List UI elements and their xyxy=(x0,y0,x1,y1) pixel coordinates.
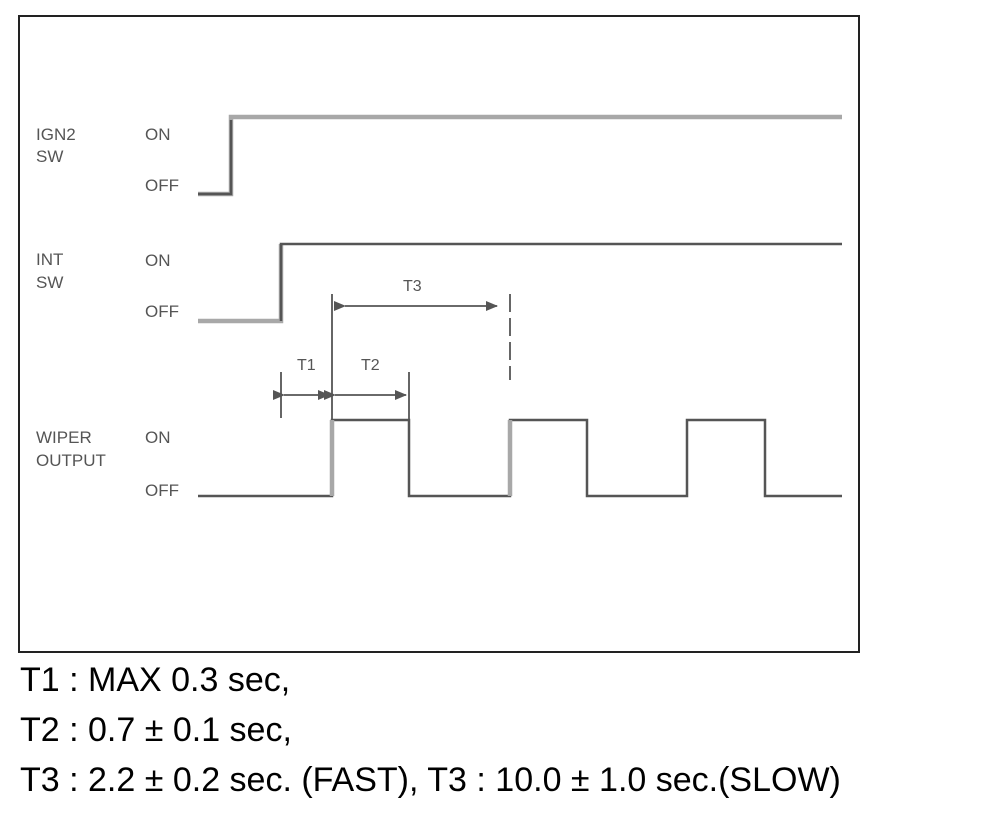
signal-ign2-label-line2: SW xyxy=(36,147,63,166)
signal-int-label-line2: SW xyxy=(36,273,63,292)
signal-int-off-label: OFF xyxy=(145,302,179,321)
interval-t2: T2 xyxy=(324,357,410,420)
signal-ign2: IGN2 SW ON OFF xyxy=(36,114,842,197)
signal-ign2-on-label: ON xyxy=(145,125,171,144)
signal-int-on-label: ON xyxy=(145,251,171,270)
signal-wiper-label-line2: OUTPUT xyxy=(36,451,106,470)
signal-ign2-trace-low xyxy=(198,120,233,196)
note-t1: T1 : MAX 0.3 sec, xyxy=(20,661,291,699)
signal-wiper-on-label: ON xyxy=(145,428,171,447)
signal-wiper-label-line1: WIPER xyxy=(36,428,92,447)
timing-notes: T1 : MAX 0.3 sec, T2 : 0.7 ± 0.1 sec, T3… xyxy=(20,655,1000,805)
interval-t3: T3 xyxy=(331,278,511,420)
signal-ign2-off-label: OFF xyxy=(145,176,179,195)
note-t3: T3 : 2.2 ± 0.2 sec. (FAST), T3 : 10.0 ± … xyxy=(20,761,841,799)
signal-wiper-trace xyxy=(198,418,842,498)
note-t2: T2 : 0.7 ± 0.1 sec, xyxy=(20,711,292,749)
interval-t1-label: T1 xyxy=(297,357,316,374)
interval-t3-label: T3 xyxy=(403,278,422,295)
signal-wiper: WIPER OUTPUT ON OFF xyxy=(36,418,842,500)
signal-int-label-line1: INT xyxy=(36,250,63,269)
interval-t2-label: T2 xyxy=(361,357,380,374)
signal-int: INT SW ON OFF xyxy=(36,242,842,324)
signal-int-trace-high xyxy=(279,242,842,321)
signal-ign2-label-line1: IGN2 xyxy=(36,125,76,144)
interval-t1: T1 xyxy=(273,357,330,418)
timing-diagram: IGN2 SW ON OFF INT SW ON OFF WIPER OUTPU… xyxy=(18,15,860,653)
diagram-frame xyxy=(18,15,860,653)
signal-wiper-off-label: OFF xyxy=(145,481,179,500)
